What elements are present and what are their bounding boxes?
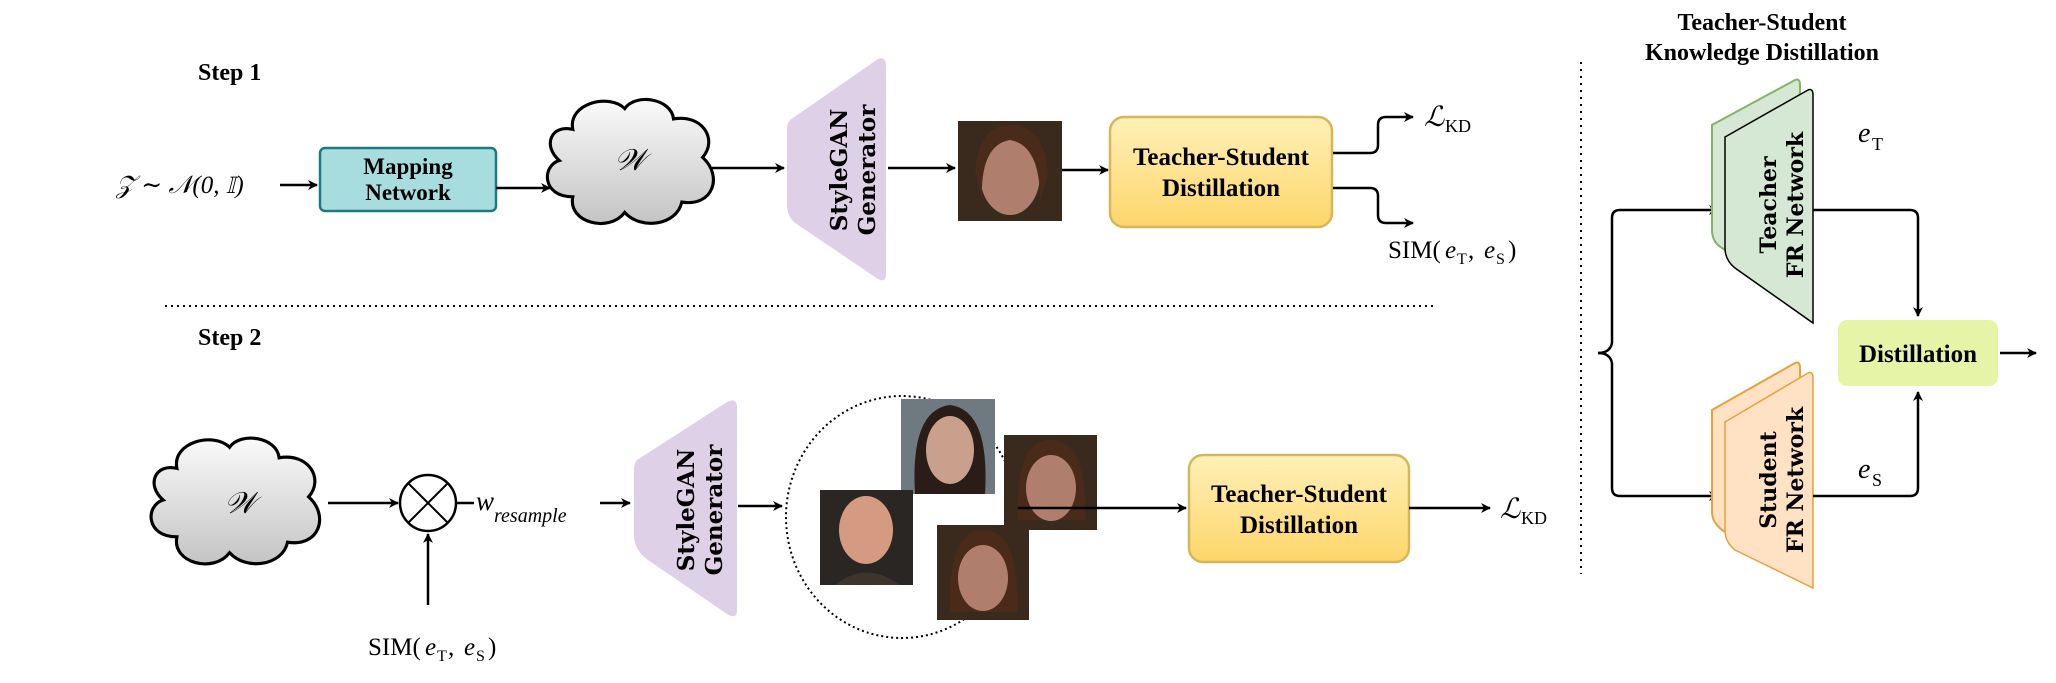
distillation-label: Distillation — [1859, 341, 1977, 368]
w-resample-main: w — [476, 486, 494, 516]
student-fr-network: Student FR Network — [1711, 361, 1814, 590]
sim2-comma: , — [448, 634, 454, 661]
teacher-label-1: Teacher — [1756, 156, 1782, 253]
sim-label-2: SIM( e T , e S ) — [368, 634, 496, 665]
face-image-woman-bottom — [937, 525, 1029, 620]
sim-sub1: T — [1457, 251, 1467, 268]
arrow-to-loss-1 — [1333, 112, 1414, 155]
stylegan-generator-1: StyleGAN Generator — [787, 58, 886, 281]
sim2-sub2: S — [476, 648, 485, 665]
distillation-box: Distillation — [1838, 320, 1998, 386]
loss-symbol: ℒ — [1424, 102, 1445, 133]
face-image-dark-hair-woman — [901, 399, 995, 494]
stylegan-generator-2: StyleGAN Generator — [634, 400, 737, 617]
student-label-1: Student — [1756, 430, 1782, 528]
sim2-e1: e — [425, 634, 436, 661]
teacher-fr-network: Teacher FR Network — [1711, 78, 1814, 325]
multiply-operator — [398, 473, 458, 533]
brace-icon — [1597, 351, 1614, 364]
sim-e2: e — [1484, 237, 1495, 264]
generator-label-2: Generator — [854, 104, 881, 236]
face-image-man — [820, 490, 913, 585]
sim2-sub1: T — [437, 648, 447, 665]
generator2-label-1: StyleGAN — [673, 449, 700, 571]
sim2-suffix: ) — [488, 634, 496, 661]
generated-face-image — [958, 121, 1062, 221]
e-student-sub: S — [1872, 470, 1882, 490]
mapping-network-box: Mapping Network — [318, 146, 498, 213]
loss2-subscript: KD — [1521, 508, 1547, 528]
brace-arrow-student — [1610, 363, 1719, 501]
kd-panel-title-1: Teacher-Student — [1678, 10, 1847, 36]
w-space-cloud-1: 𝒲 — [545, 97, 715, 226]
loss-subscript: KD — [1445, 116, 1471, 136]
teacher-label-2: FR Network — [1783, 131, 1809, 278]
sim2-e2: e — [464, 634, 475, 661]
sim-sub2: S — [1496, 251, 1505, 268]
sim-label-1: SIM( e T , e S ) — [1388, 237, 1516, 268]
step1-title: Step 1 — [198, 60, 261, 86]
e-student-label: e S — [1858, 454, 1882, 490]
brace-arrow-teacher — [1597, 205, 1719, 355]
sim-prefix: SIM( — [1388, 237, 1441, 264]
sim-e1: e — [1445, 237, 1456, 264]
mapping-network-label-2: Network — [365, 180, 451, 205]
e-student-main: e — [1858, 454, 1870, 485]
latent-distribution-label: 𝒵 ∼ 𝒩(0, 𝕀) — [115, 172, 244, 199]
distill-label-1a: Teacher-Student — [1133, 144, 1310, 171]
e-teacher-label: e T — [1858, 118, 1883, 154]
arrow-to-sim-1 — [1333, 186, 1414, 228]
resampled-faces-group — [785, 395, 1097, 639]
generator2-label-2: Generator — [701, 444, 728, 576]
step2-title: Step 2 — [198, 325, 261, 351]
arrow-teacher-to-distillation — [1813, 208, 1923, 317]
mapping-network-label-1: Mapping — [363, 154, 453, 179]
teacher-student-distillation-box-1: Teacher-Student Distillation — [1108, 115, 1334, 229]
distill-label-2b: Distillation — [1240, 512, 1358, 539]
w-resample-label: w resample — [476, 486, 567, 527]
sim-comma: , — [1468, 237, 1474, 264]
generator-label-1: StyleGAN — [826, 109, 853, 231]
teacher-student-distillation-box-2: Teacher-Student Distillation — [1187, 453, 1411, 564]
face-image-woman-right — [1004, 435, 1097, 530]
loss2-symbol: ℒ — [1500, 494, 1521, 525]
w-space-cloud-2: 𝒲 — [149, 436, 322, 566]
distill-label-1b: Distillation — [1162, 175, 1280, 202]
sim-suffix: ) — [1508, 237, 1516, 264]
loss-kd-label-2: ℒ KD — [1500, 494, 1547, 528]
e-teacher-sub: T — [1872, 134, 1883, 154]
arrow-student-to-distillation — [1813, 391, 1923, 498]
loss-kd-label-1: ℒ KD — [1424, 102, 1471, 136]
student-label-2: FR Network — [1783, 406, 1809, 553]
sim2-prefix: SIM( — [368, 634, 421, 661]
w-resample-sub: resample — [494, 505, 567, 527]
kd-panel-title-2: Knowledge Distillation — [1645, 40, 1879, 66]
e-teacher-main: e — [1858, 118, 1870, 149]
distill-label-2a: Teacher-Student — [1211, 481, 1388, 508]
